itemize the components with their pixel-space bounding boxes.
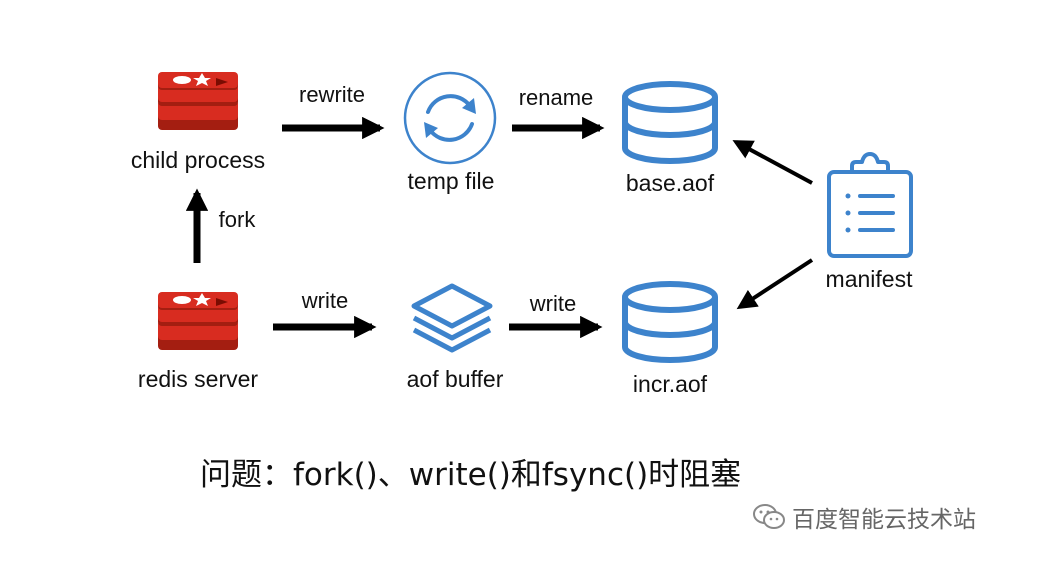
node-manifest: manifest bbox=[825, 266, 913, 292]
node-aof-buffer: aof buffer bbox=[406, 366, 504, 392]
redis-logo-icon bbox=[158, 292, 238, 350]
caption: 问题：fork()、write()和fsync()时阻塞 bbox=[200, 457, 742, 493]
sync-arrows-icon bbox=[403, 71, 497, 165]
watermark-text: 百度智能云技术站 bbox=[792, 507, 976, 533]
edge-label-rename: rename bbox=[518, 85, 594, 110]
node-temp-file: temp file bbox=[407, 168, 495, 194]
redis-logo-icon bbox=[158, 72, 238, 130]
node-child-process: child process bbox=[130, 147, 266, 173]
node-base-aof: base.aof bbox=[625, 170, 715, 196]
arrow-manifest-base bbox=[732, 140, 813, 185]
database-cylinder-icon bbox=[622, 281, 718, 363]
edge-label-rewrite: rewrite bbox=[298, 82, 366, 107]
edge-label-write-server: write bbox=[301, 288, 349, 313]
layers-stack-icon bbox=[411, 283, 493, 353]
edge-label-fork: fork bbox=[218, 207, 256, 232]
node-incr-aof: incr.aof bbox=[632, 371, 708, 397]
node-redis-server: redis server bbox=[137, 366, 259, 392]
arrow-manifest-incr bbox=[736, 258, 814, 310]
wechat-icon bbox=[753, 504, 785, 529]
watermark: 百度智能云技术站 bbox=[752, 500, 976, 534]
clipboard-list-icon bbox=[827, 152, 913, 258]
database-cylinder-icon bbox=[622, 81, 718, 164]
edge-label-write-buffer: write bbox=[529, 291, 577, 316]
